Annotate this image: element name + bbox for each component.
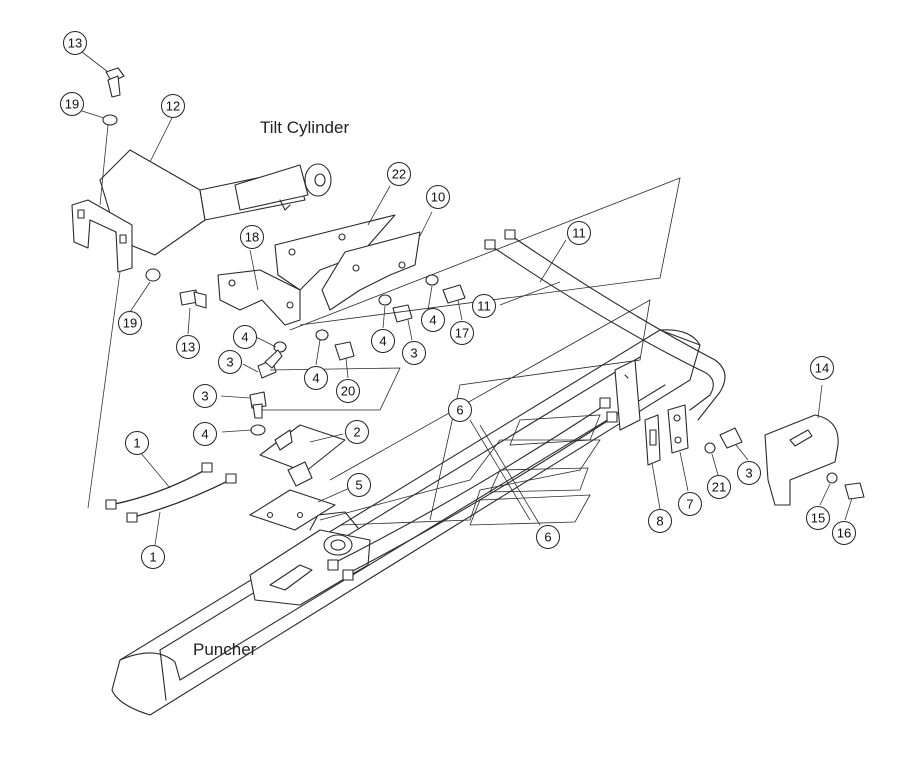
svg-text:17: 17 (455, 326, 469, 341)
fastener-cluster (249, 274, 743, 454)
callout-4-e: 4 (193, 422, 217, 446)
svg-text:5: 5 (355, 478, 362, 493)
callout-4-d: 4 (421, 308, 445, 332)
flange-7 (667, 404, 689, 454)
tilt-cylinder-part (71, 149, 332, 273)
boom-pivot-block (249, 511, 371, 606)
svg-text:10: 10 (431, 190, 445, 205)
callout-3-c: 3 (402, 341, 426, 365)
hoses-6 (327, 397, 618, 581)
svg-text:4: 4 (312, 371, 319, 386)
plate-5 (249, 489, 336, 531)
svg-text:12: 12 (166, 99, 180, 114)
callout-14: 14 (810, 356, 834, 380)
svg-text:15: 15 (811, 511, 825, 526)
bolt-16 (844, 482, 865, 500)
washer-19-top (102, 114, 118, 126)
callout-7: 7 (678, 492, 702, 516)
callout-17: 17 (450, 321, 474, 345)
callout-19-lower: 19 (118, 311, 142, 335)
svg-text:11: 11 (477, 299, 491, 314)
plate-10 (321, 231, 421, 311)
svg-text:1: 1 (149, 550, 156, 565)
svg-text:22: 22 (392, 167, 406, 182)
callout-4-b: 4 (304, 366, 328, 390)
callout-4-c: 4 (371, 329, 395, 353)
washer-15 (826, 472, 838, 484)
svg-text:8: 8 (656, 514, 663, 529)
grouping-lines (262, 177, 681, 526)
svg-text:3: 3 (226, 355, 233, 370)
callout-6-b: 6 (536, 525, 560, 549)
svg-text:19: 19 (65, 97, 79, 112)
callout-8: 8 (648, 509, 672, 533)
svg-text:2: 2 (353, 425, 360, 440)
svg-text:4: 4 (201, 427, 208, 442)
callout-16: 16 (832, 521, 856, 545)
callout-3-a: 3 (218, 350, 242, 374)
callout-15: 15 (806, 506, 830, 530)
svg-text:16: 16 (837, 526, 851, 541)
svg-text:11: 11 (572, 226, 586, 241)
callout-11-a: 11 (567, 221, 591, 245)
svg-text:4: 4 (241, 330, 248, 345)
svg-text:18: 18 (245, 230, 259, 245)
callout-3-b: 3 (193, 384, 217, 408)
bolt-13-top (105, 67, 125, 98)
leader-lines (81, 51, 853, 546)
callout-20: 20 (336, 379, 360, 403)
cover-14 (764, 414, 839, 506)
callout-12: 12 (161, 94, 185, 118)
callout-18: 18 (240, 225, 264, 249)
rear-bracket (614, 359, 641, 431)
callout-19-top: 19 (60, 92, 84, 116)
callout-13-lower: 13 (176, 335, 200, 359)
svg-text:20: 20 (341, 384, 355, 399)
svg-text:21: 21 (712, 480, 726, 495)
callout-4-a: 4 (233, 325, 257, 349)
callout-22: 22 (387, 162, 411, 186)
svg-text:4: 4 (429, 313, 436, 328)
svg-text:3: 3 (410, 346, 417, 361)
callout-2: 2 (345, 420, 369, 444)
svg-text:3: 3 (745, 466, 752, 481)
svg-text:3: 3 (201, 389, 208, 404)
bracket-18 (217, 269, 301, 326)
svg-text:4: 4 (379, 334, 386, 349)
callout-1-b: 1 (141, 545, 165, 569)
callout-5: 5 (347, 473, 371, 497)
callout-21: 21 (707, 475, 731, 499)
callout-10: 10 (426, 185, 450, 209)
svg-text:19: 19 (123, 316, 137, 331)
callout-6-a: 6 (448, 398, 472, 422)
hoses-11 (484, 229, 726, 421)
svg-text:13: 13 (181, 340, 195, 355)
gasket-8 (644, 414, 661, 466)
bracket-2 (259, 424, 346, 487)
svg-text:6: 6 (544, 530, 551, 545)
callout-1-a: 1 (125, 431, 149, 455)
svg-text:7: 7 (686, 497, 693, 512)
callout-13-top: 13 (63, 31, 87, 55)
svg-text:1: 1 (133, 436, 140, 451)
svg-text:6: 6 (456, 403, 463, 418)
svg-text:13: 13 (68, 36, 82, 51)
puncher-label: Puncher (193, 640, 257, 659)
callout-11-b: 11 (472, 294, 496, 318)
hoses-1 (105, 462, 237, 523)
callout-3-d: 3 (737, 461, 761, 485)
bolt-13-lower (179, 289, 207, 309)
svg-text:14: 14 (815, 361, 829, 376)
washer-19-lower (145, 268, 161, 282)
tilt-cylinder-label: Tilt Cylinder (260, 118, 349, 137)
